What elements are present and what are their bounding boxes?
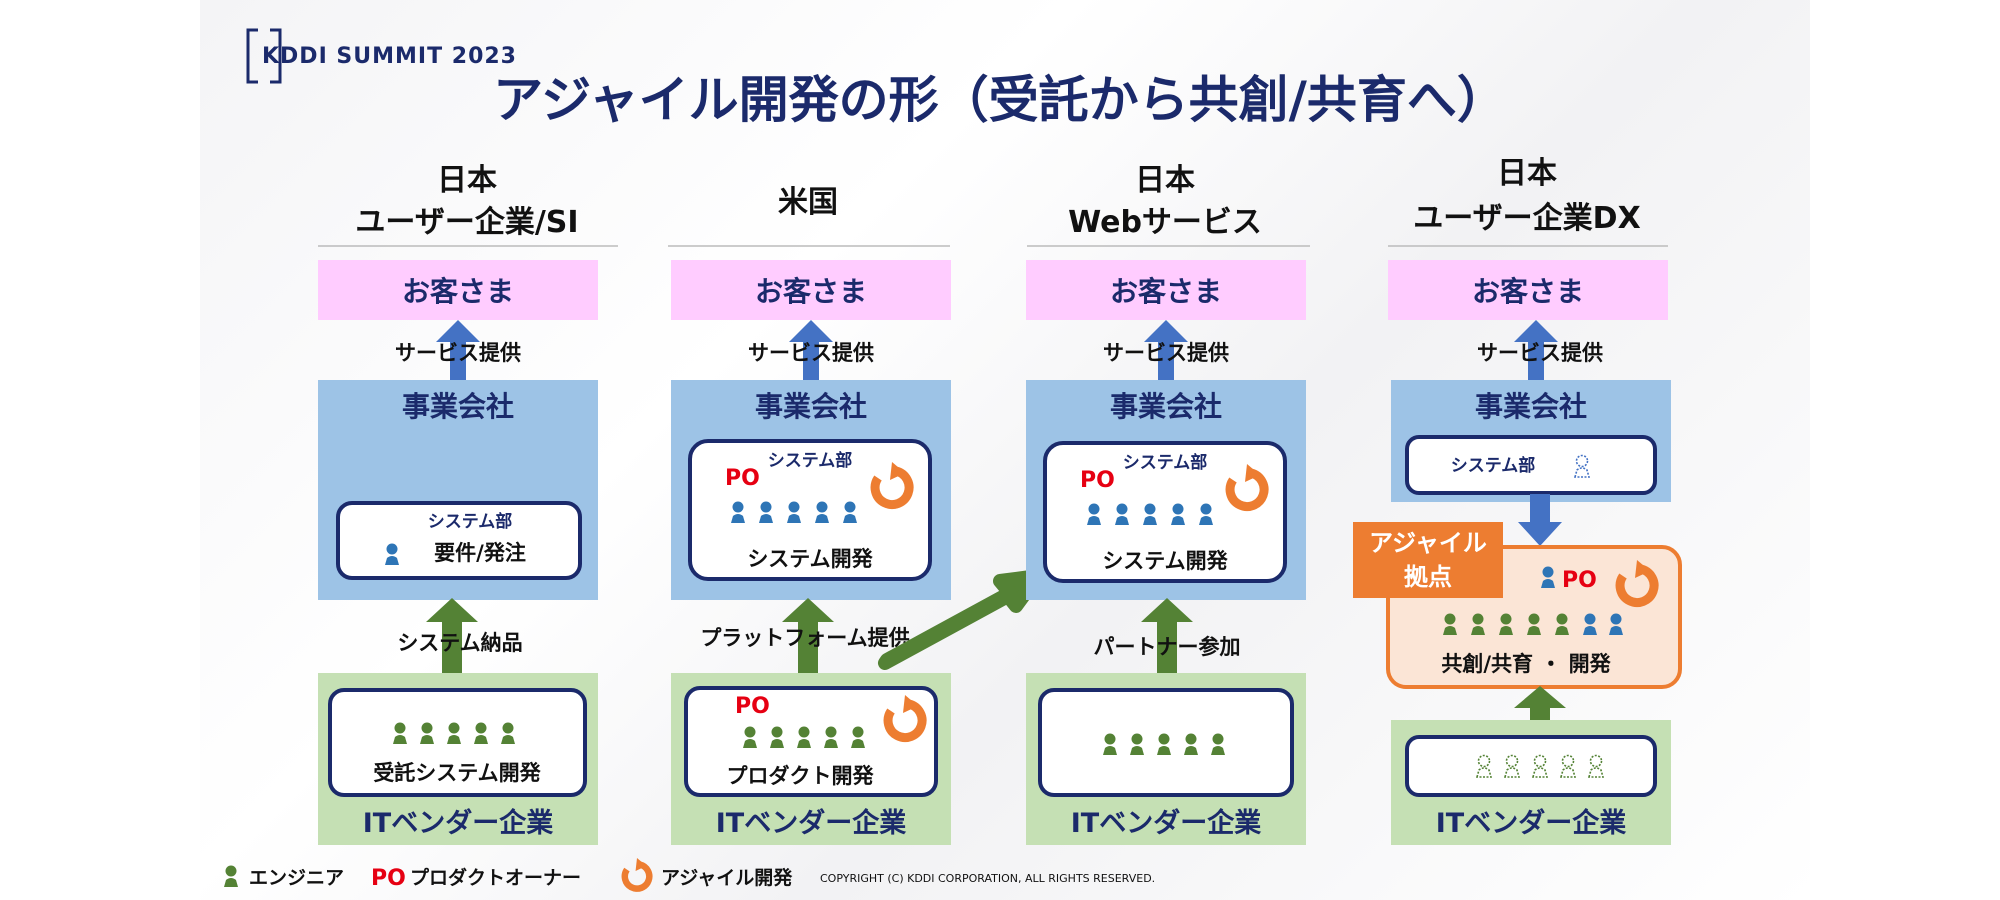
vendor-label: ITベンダー企業 — [1071, 807, 1261, 839]
vendor-inner-caption: プロダクト開発 — [727, 764, 875, 788]
system-dept-box — [336, 501, 582, 580]
down-arrow — [1518, 494, 1562, 546]
column-header-line2: ユーザー企業/SI — [355, 205, 578, 240]
vendor-label: ITベンダー企業 — [363, 807, 553, 839]
vendor-inner-box — [684, 686, 938, 797]
po-mark: PO — [1080, 468, 1115, 493]
column-japan-user-si: 日本 ユーザー企業/SI お客さま サービス提供 事業会社 システム部 要件/発… — [318, 163, 618, 845]
agile-base-label-line2: 拠点 — [1404, 563, 1452, 591]
vendor-label: ITベンダー企業 — [1436, 807, 1626, 839]
customer-label: お客さま — [402, 275, 514, 308]
service-arrow — [436, 320, 480, 380]
legend-agile: アジャイル開発 — [661, 866, 793, 889]
system-dept-box — [1043, 441, 1287, 583]
agile-base-label-line1: アジャイル — [1369, 529, 1487, 557]
customer-box — [671, 260, 951, 320]
service-label: サービス提供 — [395, 341, 521, 365]
system-dept-caption: システム開発 — [1102, 549, 1228, 573]
system-dept-title: システム部 — [1123, 452, 1208, 473]
agile-hub-caption: 共創/共育 ・ 開発 — [1441, 652, 1611, 676]
copyright: COPYRIGHT (C) KDDI CORPORATION, ALL RIGH… — [820, 872, 1155, 885]
system-dept-box — [688, 439, 932, 581]
customer-label: お客さま — [755, 275, 867, 308]
customer-box — [1026, 260, 1306, 320]
company-label: 事業会社 — [755, 390, 867, 423]
service-label: サービス提供 — [748, 341, 874, 365]
agile-base-tag — [1353, 522, 1503, 598]
collab-arrow — [1514, 686, 1566, 720]
vendor-inner-box — [1405, 735, 1657, 797]
platform-arrow — [782, 598, 834, 673]
customer-box — [1388, 260, 1668, 320]
service-label: サービス提供 — [1103, 341, 1229, 365]
column-usa: 米国 お客さま サービス提供 事業会社 PO システム部 システム開発 プラット… — [668, 185, 951, 845]
system-dept-caption: システム開発 — [747, 547, 873, 571]
vendor-po-mark: PO — [735, 694, 770, 719]
customer-label: お客さま — [1472, 275, 1584, 308]
system-dept-title: システム部 — [768, 450, 853, 471]
column-header-line1: 米国 — [778, 185, 838, 220]
company-label: 事業会社 — [1110, 390, 1222, 423]
customer-label: お客さま — [1110, 275, 1222, 308]
flow-label: プラットフォーム提供 — [700, 626, 909, 650]
column-japan-user-dx: 日本 ユーザー企業DX お客さま サービス提供 事業会社 システム部 アジャイル… — [1353, 156, 1682, 845]
agile-legend-icon — [625, 858, 649, 889]
legend-engineer: エンジニア — [249, 867, 344, 889]
column-header-line1: 日本 — [1497, 156, 1557, 191]
service-arrow — [1514, 320, 1558, 380]
legend: エンジニア PO プロダクトオーナー アジャイル開発 COPYRIGHT (C)… — [224, 858, 1155, 891]
flow-label: システム納品 — [397, 631, 522, 655]
kddi-logo: KDDI SUMMIT 2023 — [246, 28, 517, 84]
system-dept-title: システム部 — [428, 511, 513, 532]
column-header-line1: 日本 — [437, 163, 497, 198]
po-mark: PO — [725, 466, 760, 491]
column-japan-web-service: 日本 Webサービス お客さま サービス提供 事業会社 PO システム部 システ… — [1026, 163, 1310, 845]
company-label: 事業会社 — [402, 390, 514, 423]
brand-text: KDDI SUMMIT 2023 — [262, 44, 517, 69]
system-dept-title: システム部 — [1451, 455, 1536, 476]
vendor-inner-caption: 受託システム開発 — [373, 761, 541, 785]
service-arrow — [1144, 320, 1188, 380]
vendor-label: ITベンダー企業 — [716, 807, 906, 839]
customer-box — [318, 260, 598, 320]
column-header-line2: ユーザー企業DX — [1413, 201, 1640, 236]
column-header-line1: 日本 — [1135, 163, 1195, 198]
service-label: サービス提供 — [1477, 341, 1603, 365]
company-label: 事業会社 — [1475, 390, 1587, 423]
system-dept-caption: 要件/発注 — [434, 541, 526, 565]
flow-label: パートナー参加 — [1094, 635, 1241, 659]
legend-po-text: プロダクトオーナー — [410, 866, 581, 889]
partner-arrow — [1141, 598, 1193, 673]
legend-po-mark: PO — [371, 866, 406, 891]
page-title: アジャイル開発の形（受託から共創/共育へ） — [493, 71, 1507, 129]
service-arrow — [789, 320, 833, 380]
system-dept-box — [1405, 435, 1657, 495]
column-header-line2: Webサービス — [1068, 205, 1262, 240]
engineer-legend-icon — [224, 865, 238, 887]
delivery-arrow — [426, 598, 478, 673]
po-mark: PO — [1562, 568, 1597, 593]
